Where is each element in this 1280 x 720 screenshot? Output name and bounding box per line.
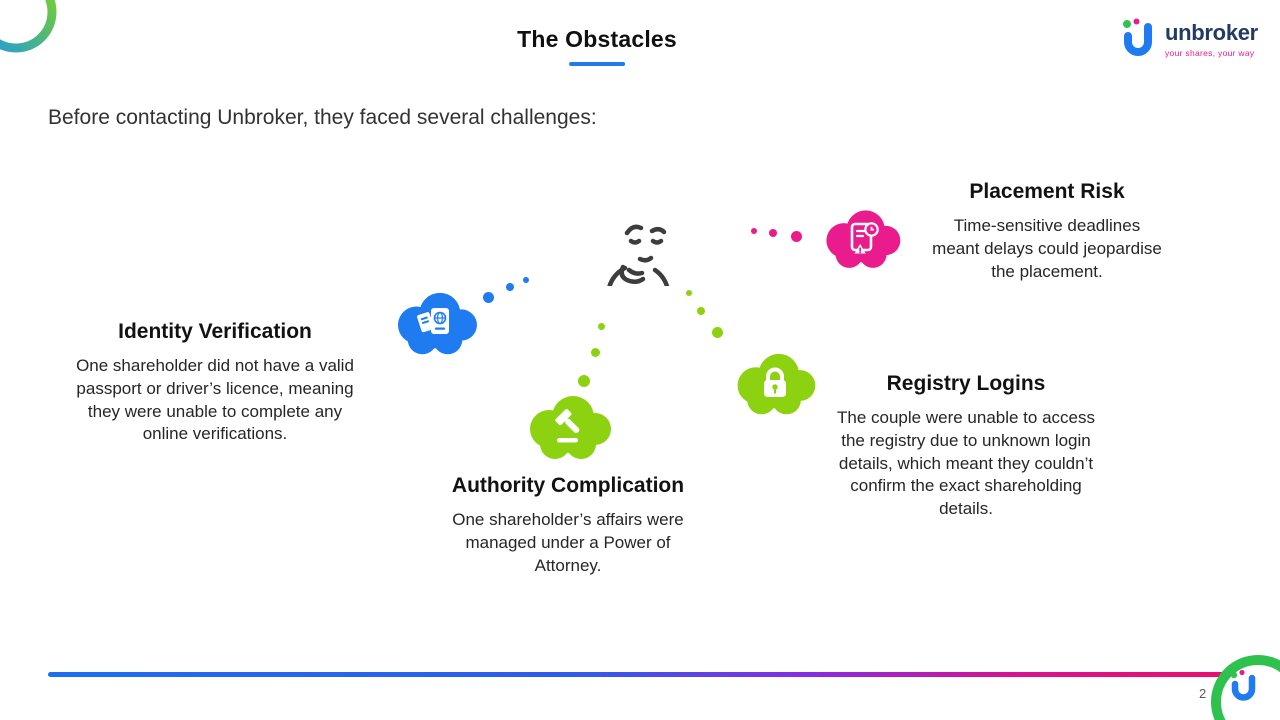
corner-ring-logo-bottom-right [1211, 655, 1280, 720]
padlock-icon [764, 367, 786, 397]
thought-dot [598, 323, 605, 330]
thought-bubble-placement [816, 204, 908, 277]
slide-subtitle: Before contacting Unbroker, they faced s… [48, 106, 597, 129]
thought-dot [751, 228, 757, 234]
obstacle-identity-verification: Identity Verification One shareholder di… [55, 320, 375, 446]
obstacle-title: Registry Logins [886, 372, 1046, 395]
logo-text: unbroker your shares, your way [1165, 20, 1258, 59]
page-number: 2 [1199, 686, 1207, 701]
obstacle-title: Placement Risk [969, 180, 1125, 203]
obstacle-authority-complication: Authority Complication One shareholder’s… [408, 474, 728, 577]
passport-icon [417, 308, 449, 334]
obstacle-description: One shareholder’s affairs were managed u… [452, 510, 684, 575]
thought-bubble-registry [727, 347, 823, 424]
obstacle-description: One shareholder did not have a valid pas… [76, 356, 354, 444]
cloud-shape [826, 210, 901, 268]
obstacle-registry-logins: Registry Logins The couple were unable t… [826, 372, 1106, 521]
thought-dot [712, 327, 723, 338]
obstacle-title: Identity Verification [118, 320, 312, 343]
obstacle-placement-risk: Placement Risk Time-sensitive deadlines … [917, 180, 1177, 283]
thought-dot [697, 307, 705, 315]
thought-dot [591, 348, 600, 357]
thought-dot [769, 229, 777, 237]
logo-tagline: your shares, your way [1165, 48, 1255, 58]
thought-dot [578, 375, 590, 387]
thought-dot [686, 290, 692, 296]
thought-dot [506, 283, 514, 291]
cloud-shape [530, 396, 611, 459]
deadline-alert-icon [850, 222, 879, 254]
thought-bubble-authority [519, 389, 619, 469]
logo-wordmark: unbroker [1165, 20, 1258, 45]
obstacle-description: Time-sensitive deadlines meant delays co… [932, 216, 1162, 281]
unbroker-u-icon [1123, 18, 1152, 56]
thought-dot [523, 277, 529, 283]
corner-ring-decoration-top-left [0, 0, 57, 53]
thought-bubble-identity [387, 286, 485, 364]
unbroker-logo: unbroker your shares, your way [1116, 16, 1258, 62]
title-underline [568, 62, 625, 66]
thought-dot [791, 231, 802, 242]
gavel-icon [555, 409, 580, 443]
bottom-gradient-bar [48, 672, 1232, 677]
thinking-face-icon [607, 224, 670, 286]
thought-dot [483, 292, 494, 303]
obstacle-description: The couple were unable to access the reg… [837, 408, 1095, 519]
slide-header: The Obstacles [517, 26, 677, 66]
obstacle-title: Authority Complication [451, 474, 685, 497]
page-title: The Obstacles [517, 26, 677, 52]
